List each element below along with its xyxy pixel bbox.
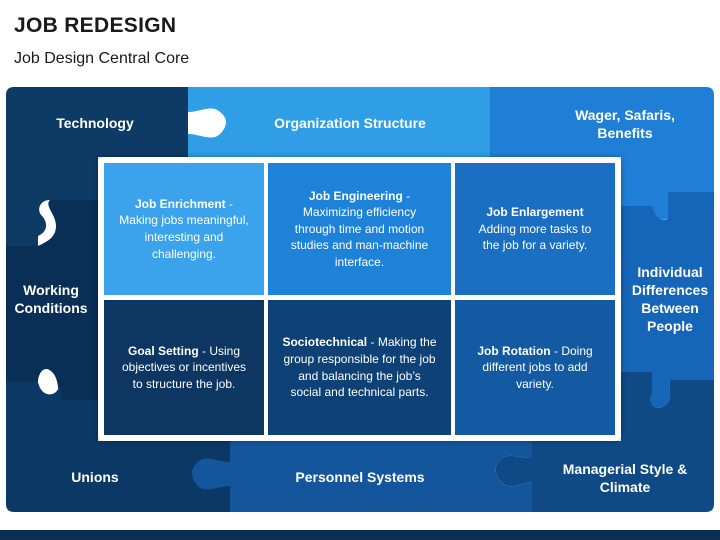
piece-unions xyxy=(6,382,230,512)
cell-goal-setting: Goal Setting - Using objectives or incen… xyxy=(104,300,264,435)
label-personnel-systems: Personnel Systems xyxy=(295,468,425,485)
cell-job-rotation: Job Rotation - Doing different jobs to a… xyxy=(455,300,615,435)
label-wager-safaris-benefits: Wager, Safaris, Benefits xyxy=(575,106,675,141)
cell-text: Using objectives or incentives to struct… xyxy=(121,343,247,391)
label-organization-structure: Organization Structure xyxy=(274,114,426,131)
cell-job-engineering: Job Engineering - Maximizing efficiency … xyxy=(268,163,451,295)
cell-text: Maximizing efficiency through time and m… xyxy=(290,205,429,269)
cell-heading: Sociotechnical xyxy=(282,335,368,350)
cell-text: Adding more tasks to the job for a varie… xyxy=(478,221,592,253)
page-subtitle: Job Design Central Core xyxy=(14,50,190,67)
footer-bar xyxy=(0,530,720,540)
cell-separator: - xyxy=(225,196,234,211)
label-managerial-style: Managerial Style & Climate xyxy=(562,460,688,495)
cell-separator: - xyxy=(367,335,378,350)
piece-working-conditions xyxy=(6,200,98,400)
central-core: Job Enrichment - Making jobs meaningful,… xyxy=(98,157,621,441)
cell-heading: Job Enlargement xyxy=(486,205,584,220)
cell-job-enrichment: Job Enrichment - Making jobs meaningful,… xyxy=(104,163,264,295)
label-technology: Technology xyxy=(56,114,134,131)
label-individual-differences: Individual Differences Between People xyxy=(631,263,709,335)
cell-separator: - xyxy=(198,343,210,358)
cell-heading: Goal Setting xyxy=(127,343,199,358)
cell-text: Doing different jobs to add variety. xyxy=(482,343,593,391)
piece-technology xyxy=(6,87,188,246)
cell-heading: Job Engineering xyxy=(308,188,403,203)
cell-text: Making jobs meaningful, interesting and … xyxy=(119,213,249,261)
piece-individual-differences xyxy=(621,192,714,408)
cell-heading: Job Rotation xyxy=(477,343,551,358)
page-title: JOB REDESIGN xyxy=(14,14,177,37)
cell-separator: - xyxy=(402,188,411,203)
piece-wager-safaris-benefits xyxy=(490,87,714,220)
cell-text: Making the group responsible for the job… xyxy=(283,335,437,400)
label-unions: Unions xyxy=(71,468,119,485)
piece-personnel-systems xyxy=(192,441,532,512)
cell-sociotechnical: Sociotechnical - Making the group respon… xyxy=(268,300,451,435)
cell-separator: - xyxy=(550,343,562,358)
piece-organization-structure xyxy=(188,87,490,157)
label-working-conditions: Working Conditions xyxy=(14,281,88,316)
piece-managerial-style xyxy=(495,372,714,512)
cell-heading: Job Enrichment xyxy=(134,196,226,211)
